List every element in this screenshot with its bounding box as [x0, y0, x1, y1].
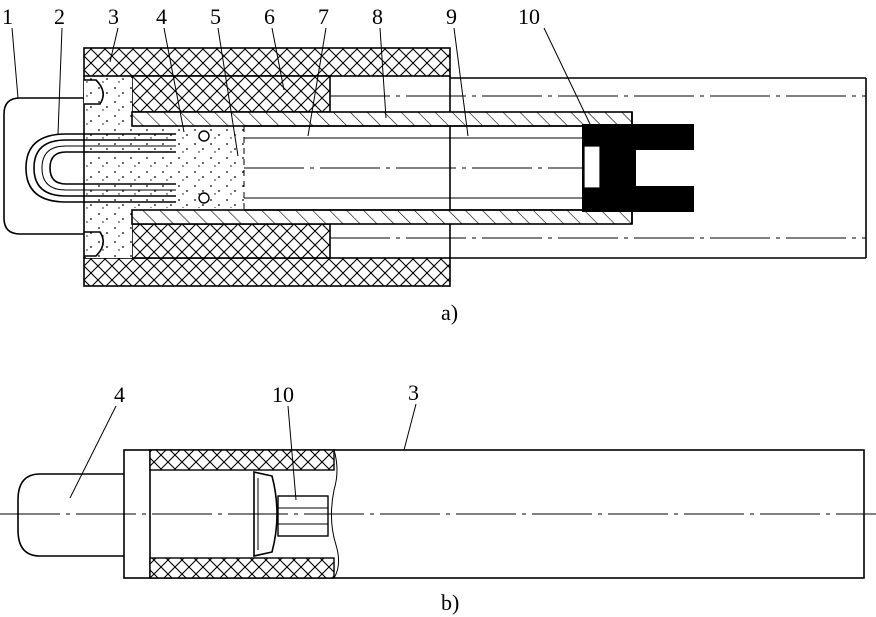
heater-loop-mid [33, 139, 176, 197]
connector-slot [583, 145, 601, 189]
label-b-4: 4 [114, 382, 125, 407]
label-4: 4 [156, 4, 167, 29]
label-9: 9 [446, 4, 457, 29]
inner-sleeve-top [131, 75, 331, 113]
plug-4 [17, 473, 124, 557]
sleeve-top [83, 47, 451, 77]
label-1: 1 [2, 4, 13, 29]
label-6: 6 [264, 4, 275, 29]
connector-10 [582, 124, 694, 212]
label-3: 3 [108, 4, 119, 29]
heater-loop-inner [41, 145, 176, 191]
inner-sleeve-bottom [131, 223, 331, 259]
sleeve-b-bottom [149, 557, 335, 579]
heater-loop-core [49, 151, 176, 185]
break-line [330, 449, 340, 579]
contact-top [198, 130, 210, 142]
label-2: 2 [54, 4, 65, 29]
leader-lines-a [11, 27, 591, 157]
sleeve-bottom [83, 257, 451, 287]
tube-top-wall [131, 111, 633, 127]
figure-a: 1 2 3 4 5 6 7 8 9 10 a) [2, 4, 867, 325]
heater-loop-outer [25, 133, 176, 203]
label-8: 8 [372, 4, 383, 29]
lead-wire [3, 97, 84, 235]
label-7: 7 [318, 4, 329, 29]
sleeve-b-top [149, 449, 335, 471]
label-10: 10 [518, 4, 540, 29]
tube-bottom-wall [131, 209, 633, 225]
connector-b-pins [277, 495, 329, 537]
connector-b-body [253, 471, 278, 557]
figure-b: 4 10 3 b) [0, 380, 876, 615]
caption-b: b) [441, 590, 459, 615]
caption-a: a) [441, 300, 458, 325]
filler-compound [86, 78, 132, 258]
label-b-10: 10 [272, 382, 294, 407]
leader-lines-b [69, 403, 417, 501]
label-5: 5 [210, 4, 221, 29]
label-b-3: 3 [408, 380, 419, 405]
contact-bottom [198, 192, 210, 204]
filler-inner [132, 128, 244, 208]
